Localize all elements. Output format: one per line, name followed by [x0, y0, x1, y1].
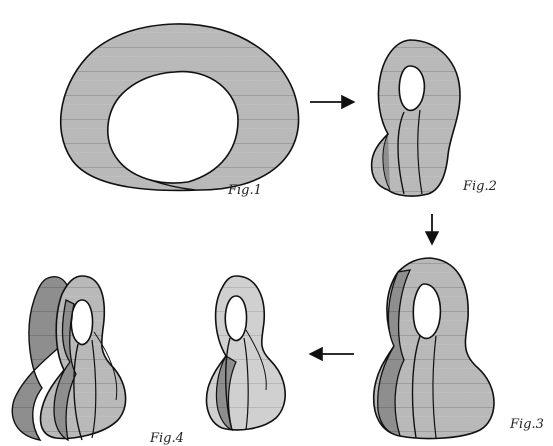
figure-4-left: Fig.4	[12, 276, 184, 446]
figure-3: Fig.3	[374, 258, 544, 438]
figure-4-caption: Fig.4	[149, 431, 184, 446]
figure-2-caption: Fig.2	[462, 179, 497, 194]
figure-1: Fig.1	[61, 24, 299, 198]
figure-4-middle	[207, 276, 286, 430]
figure-2: Fig.2	[372, 40, 497, 196]
figure-1-ring	[61, 24, 299, 191]
figure-1-caption: Fig.1	[227, 183, 262, 198]
figure-3-caption: Fig.3	[509, 417, 544, 432]
